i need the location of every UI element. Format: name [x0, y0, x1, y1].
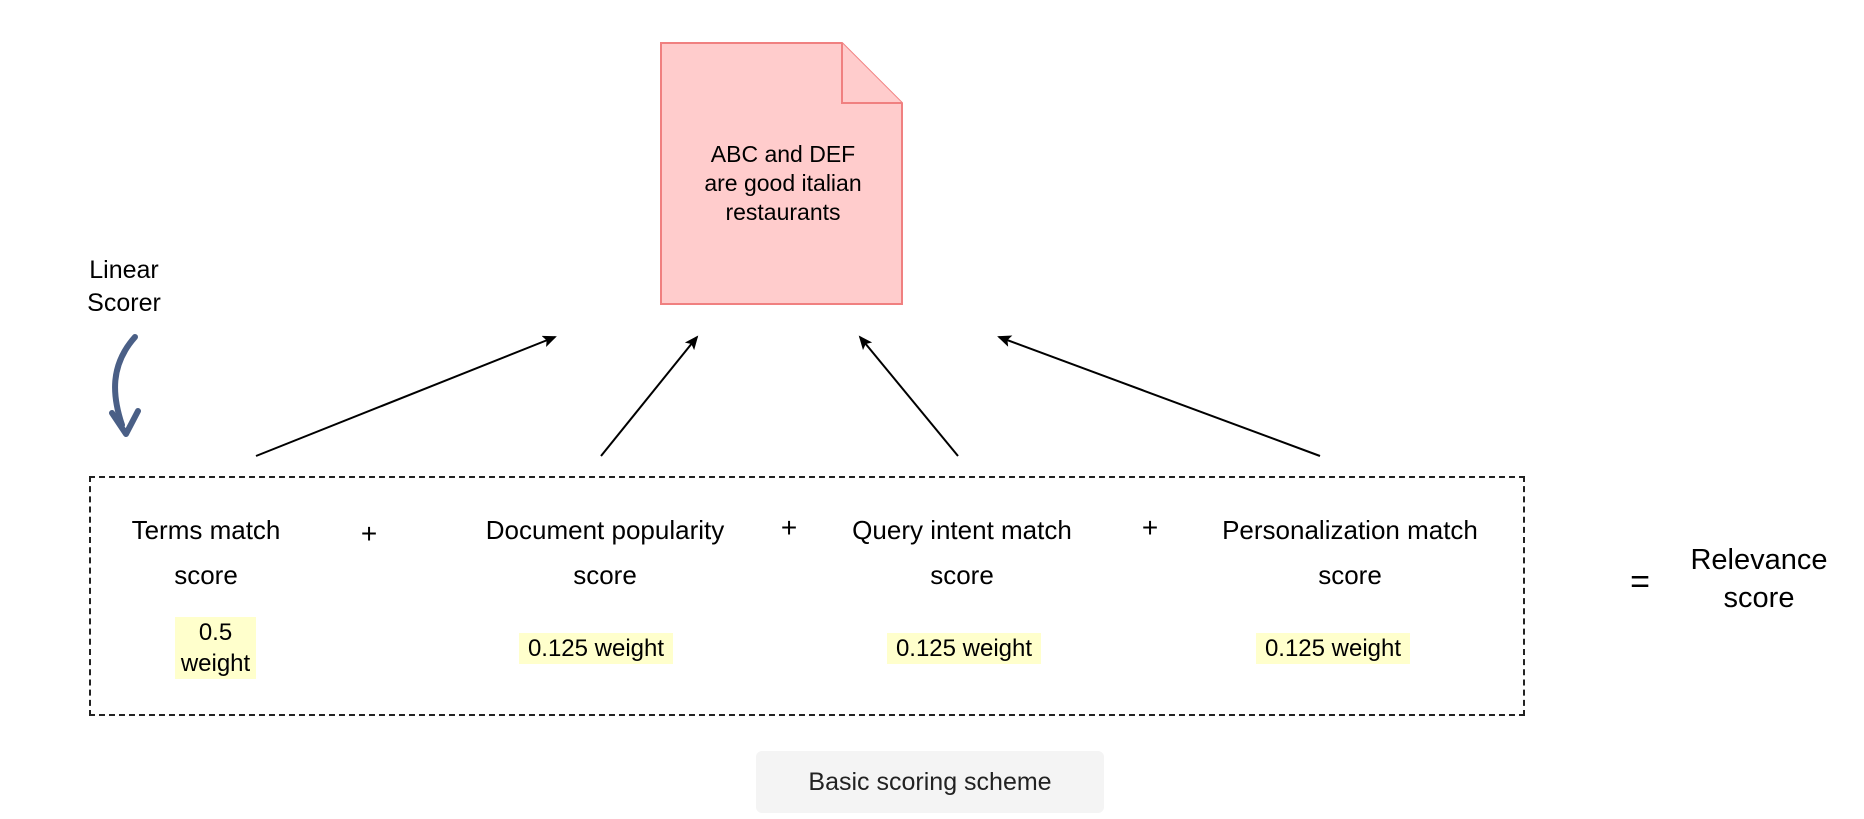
curved-arrow-icon: [112, 334, 138, 428]
term-terms-match: Terms match score: [111, 508, 301, 598]
document-text: ABC and DEF are good italian restaurants: [660, 140, 906, 227]
document-text-line-2: are good italian: [704, 170, 862, 196]
term-title-line-1: Query intent match: [852, 515, 1072, 545]
arrow-popularity-to-document: [600, 335, 699, 457]
plus-operator-3: +: [1141, 512, 1159, 543]
linear-scorer-label: Linear Scorer: [70, 254, 178, 320]
relevance-line-2: score: [1723, 582, 1795, 614]
document-text-line-1: ABC and DEF: [710, 141, 856, 167]
document-fold: [841, 43, 902, 104]
term-title-line-2: score: [573, 560, 637, 590]
arrow-terms-to-document: [255, 335, 557, 457]
formula-box: [89, 476, 1525, 716]
linear-scorer-line-1: Linear: [89, 256, 159, 284]
weight-query-intent-match: 0.125 weight: [887, 633, 1041, 664]
weight-line-1: 0.5: [198, 619, 233, 646]
term-document-popularity: Document popularity score: [445, 508, 765, 598]
curved-arrow-head: [109, 408, 141, 437]
plus-operator-1: +: [360, 518, 378, 549]
term-query-intent-match: Query intent match score: [830, 508, 1094, 598]
term-title-line-1: Document popularity: [485, 515, 725, 545]
term-title-line-1: Terms match: [131, 515, 281, 545]
diagram-caption: Basic scoring scheme: [756, 751, 1104, 813]
arrow-intent-to-document: [858, 335, 959, 457]
weight-personalization-match: 0.125 weight: [1256, 633, 1410, 664]
equals-operator: =: [1630, 563, 1650, 601]
plus-operator-2: +: [780, 512, 798, 543]
term-title-line-2: score: [174, 560, 238, 590]
term-title-line-2: score: [930, 560, 994, 590]
relevance-line-1: Relevance: [1690, 544, 1828, 576]
linear-scorer-line-2: Scorer: [87, 289, 161, 317]
weight-document-popularity: 0.125 weight: [519, 633, 673, 664]
document-text-line-3: restaurants: [725, 199, 841, 225]
document-shape: [660, 42, 903, 305]
term-title-line-2: score: [1318, 560, 1382, 590]
term-title-line-1: Personalization match: [1222, 515, 1478, 545]
weight-line-2: weight: [180, 650, 251, 677]
arrow-personalization-to-document: [997, 335, 1321, 457]
weight-terms-match: 0.5 weight: [175, 617, 256, 679]
term-personalization-match: Personalization match score: [1195, 508, 1505, 598]
relevance-score-label: Relevance score: [1674, 541, 1844, 617]
